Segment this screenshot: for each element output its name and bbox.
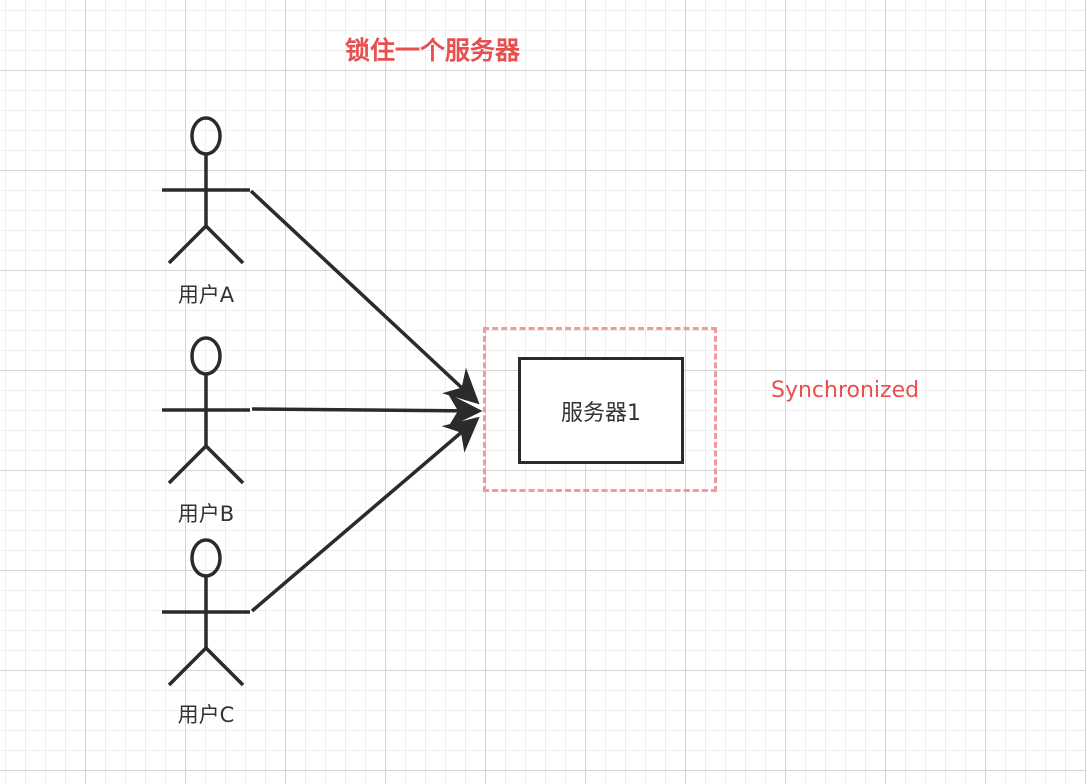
arrow-c-to-server <box>250 416 480 613</box>
actor-a-figure <box>162 116 250 265</box>
synchronized-label: Synchronized <box>771 378 920 403</box>
actor-b-label: 用户B <box>177 502 235 526</box>
actor-c-label: 用户C <box>177 703 235 727</box>
server-node: 服务器1 <box>518 357 684 464</box>
arrow-a-to-server <box>249 189 480 405</box>
synchronized-lock-box <box>483 327 717 492</box>
actor-b-figure <box>162 336 250 485</box>
diagram-title: 锁住一个服务器 <box>345 36 521 65</box>
server-label: 服务器1 <box>561 400 641 426</box>
actor-c-figure <box>162 538 250 687</box>
arrow-b-to-server <box>251 393 483 429</box>
actor-a-label: 用户A <box>177 283 235 307</box>
